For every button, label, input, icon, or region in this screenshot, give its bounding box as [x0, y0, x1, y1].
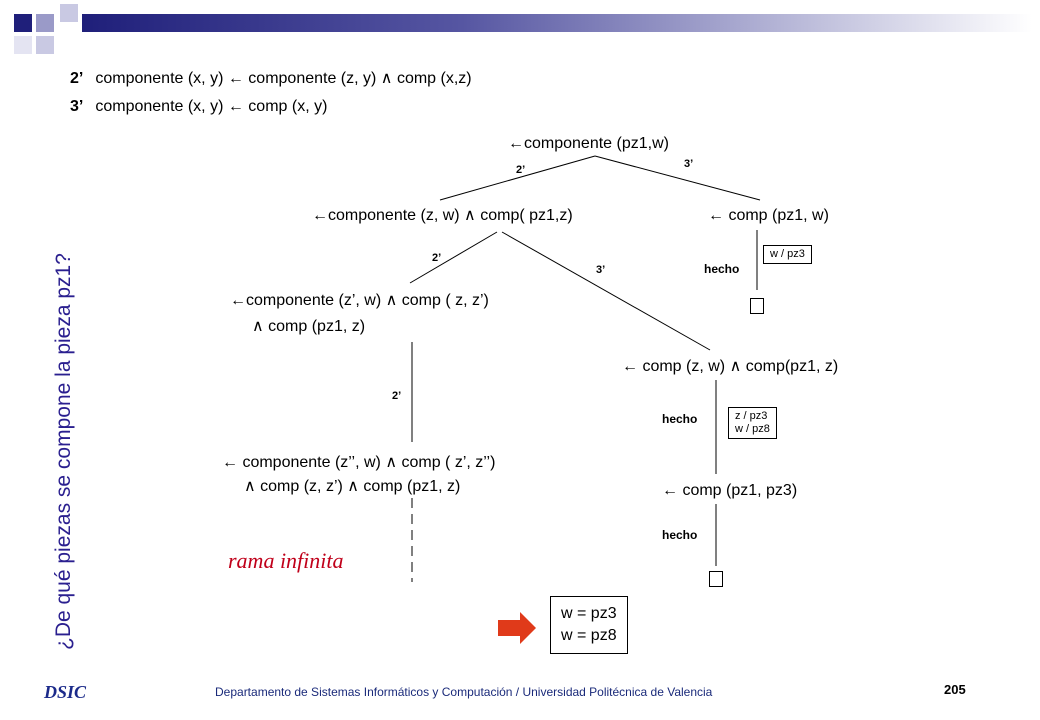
- rule-3-number: 3’: [70, 98, 84, 115]
- answer-arrow: [498, 612, 536, 644]
- hecho-label-1: hecho: [704, 262, 740, 276]
- edge-label-root-right: 3’: [684, 158, 694, 170]
- rule-3-text: componente (x, y) ← comp (x, y): [95, 98, 328, 115]
- edge-label-l2-down: 2’: [392, 390, 402, 402]
- substitution-1-text: w / pz3: [770, 248, 805, 260]
- answer-line-1: w = pz3: [561, 605, 617, 622]
- substitution-2-line1: z / pz3: [735, 410, 768, 422]
- node-left2-line1: ←componente (z’, w) ∧ comp ( z, z’): [230, 292, 489, 309]
- dsic-logo: DSIC: [44, 682, 87, 702]
- empty-clause-box-2: [709, 571, 723, 587]
- node-root: ←componente (pz1,w): [508, 135, 669, 152]
- rule-2: 2’ componente (x, y) ← componente (z, y) …: [70, 68, 472, 88]
- node-left1: ←componente (z, w) ∧ comp( pz1,z): [312, 207, 573, 224]
- node-left3-line1: ← componente (z’’, w) ∧ comp ( z’, z’’): [222, 454, 496, 471]
- hecho-label-3: hecho: [662, 528, 698, 542]
- edge-l1-right: [501, 231, 711, 351]
- node-left3-line2: ∧ comp (z, z’) ∧ comp (pz1, z): [244, 478, 461, 495]
- node-right1: ← comp (pz1, w): [708, 207, 829, 224]
- substitution-box-1: w / pz3: [763, 245, 812, 264]
- empty-clause-box-1: [750, 298, 764, 314]
- hecho-label-2: hecho: [662, 412, 698, 426]
- header-bar: [82, 14, 1032, 32]
- edge-l1-left: [409, 231, 498, 284]
- edge-label-l1-left: 2’: [432, 252, 442, 264]
- rule-3: 3’ componente (x, y) ← comp (x, y): [70, 98, 327, 116]
- edge-label-l1-right: 3’: [596, 264, 606, 276]
- edge-label-root-left: 2’: [516, 164, 526, 176]
- node-mid2: ← comp (z, w) ∧ comp(pz1, z): [622, 358, 839, 375]
- rule-2-text: componente (x, y) ← componente (z, y) ∧ …: [95, 70, 472, 87]
- answer-box: w = pz3 w = pz8: [550, 596, 628, 654]
- footer-text: Departamento de Sistemas Informáticos y …: [215, 685, 713, 699]
- edge-root-right: [594, 155, 761, 201]
- node-left2-line2: ∧ comp (pz1, z): [252, 318, 366, 335]
- infinite-branch-label: rama infinita: [228, 548, 344, 573]
- node-mid3: ← comp (pz1, pz3): [662, 482, 798, 499]
- answer-line-2: w = pz8: [561, 627, 617, 644]
- substitution-2-line2: w / pz8: [735, 423, 770, 435]
- substitution-box-2: z / pz3 w / pz8: [728, 407, 777, 439]
- edge-root-left: [439, 155, 596, 201]
- rule-2-number: 2’: [70, 70, 84, 87]
- page-number: 205: [944, 682, 966, 697]
